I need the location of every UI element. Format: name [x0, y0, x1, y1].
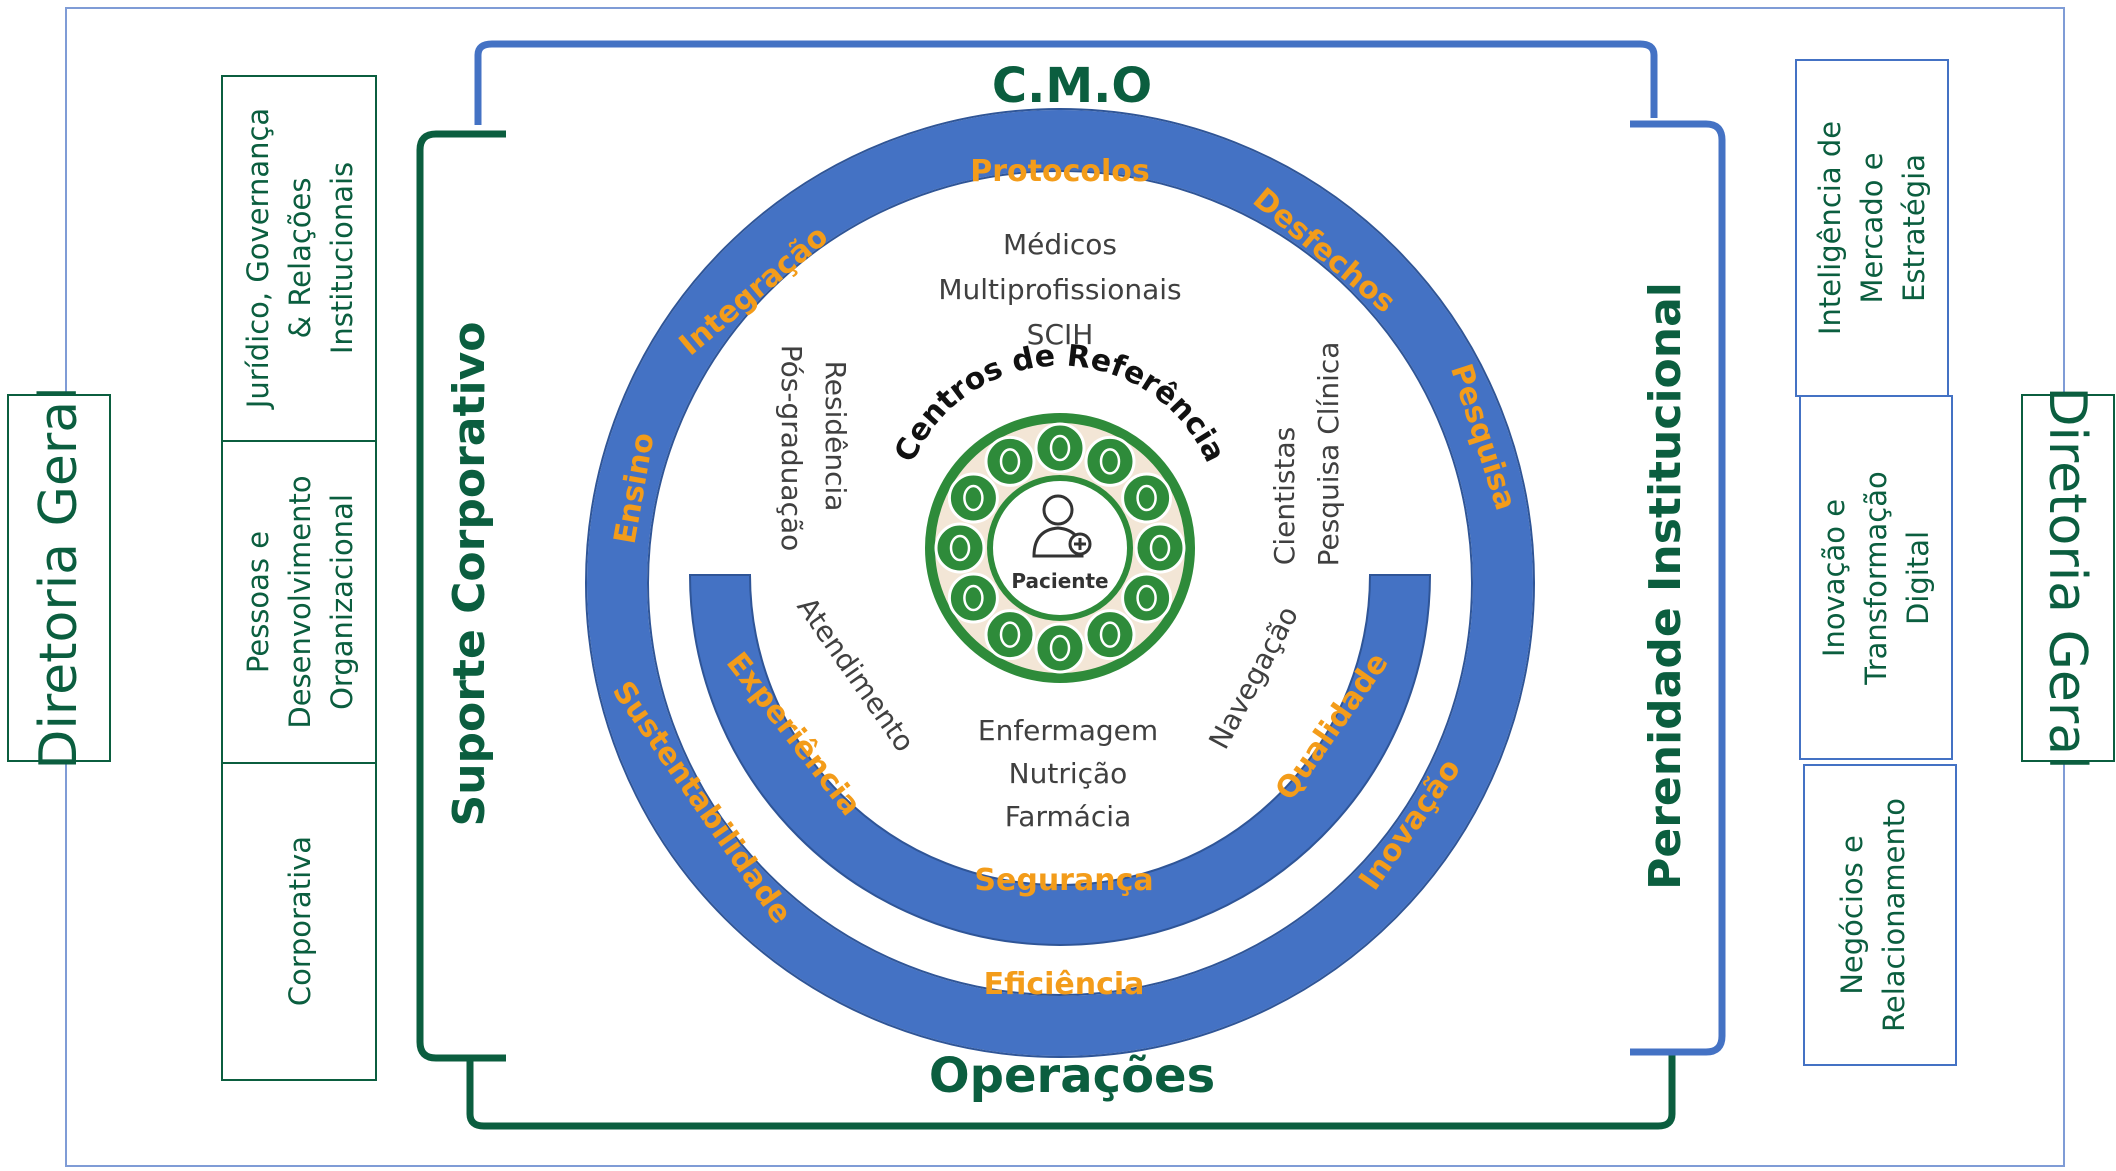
left-box-pessoas-line1: Pessoas e — [241, 531, 275, 673]
breast-icon — [1084, 609, 1136, 661]
right-box-inteligencia-line3: Estratégia — [1897, 154, 1931, 302]
perenidade-title: Perenidade Institucional — [1640, 282, 1691, 890]
uterus-icon-glyph — [1049, 634, 1071, 662]
icon-ring — [934, 422, 1186, 674]
right-box-inteligencia-line1: Inteligência de — [1813, 121, 1847, 335]
right-box-negocios-line2: Relacionamento — [1877, 798, 1911, 1032]
bone-icon-glyph — [1136, 484, 1157, 512]
right-group-pesquisa-clinica: Pesquisa Clínica — [1312, 342, 1345, 567]
suporte-title: Suporte Corporativo — [444, 322, 495, 827]
left-box-juridico-line1: Jurídico, Governança — [241, 108, 275, 410]
centros-inner-circle — [987, 475, 1133, 621]
right-box-negocios-line1: Negócios e — [1835, 835, 1869, 995]
intestine-icon-glyph — [963, 584, 984, 612]
operacoes-bracket — [466, 1052, 1676, 1130]
left-box-corporativa-line1: Corporativa — [283, 836, 317, 1006]
label-eficiencia: Eficiência — [984, 967, 1145, 1002]
right-boxes: Inteligência de Mercado e Estratégia Ino… — [1795, 59, 1957, 1066]
right-box-inovacao — [1799, 395, 1953, 760]
head-icon-glyph — [1149, 534, 1171, 562]
right-box-inteligencia-line2: Mercado e — [1855, 152, 1889, 303]
right-group-cientistas: Cientistas — [1268, 427, 1301, 565]
top-group-multiprofissionais: Multiprofissionais — [938, 273, 1181, 306]
diretoria-geral-right: Diretoria Geral — [2021, 386, 2115, 770]
bottom-group-farmacia: Farmácia — [1005, 800, 1131, 833]
left-box-juridico-line2: & Relações — [283, 178, 317, 339]
left-group-posgraduacao: Pós-graduação — [775, 345, 808, 552]
outer-ring-edge-outer — [585, 108, 1535, 1058]
faces-icon-glyph — [963, 484, 984, 512]
right-box-negocios — [1803, 764, 1957, 1066]
inner-arc-band — [688, 574, 1432, 946]
patient-icon — [1032, 494, 1092, 558]
lungs-icon-glyph — [999, 621, 1021, 648]
bottom-group-enfermagem: Enfermagem — [978, 714, 1158, 747]
paciente-label: Paciente — [1011, 569, 1108, 593]
outer-ring — [587, 110, 1533, 1056]
diretoria-geral-left: Diretoria Geral — [7, 386, 111, 770]
left-box-pessoas — [221, 440, 377, 764]
uterus-icon — [1034, 622, 1086, 674]
left-boxes: Jurídico, Governança & Relações Instituc… — [221, 75, 377, 1081]
left-box-juridico-line3: Institucionais — [325, 162, 359, 354]
right-box-inovacao-line1: Inovação e — [1817, 499, 1851, 657]
faces-icon — [947, 472, 999, 524]
left-box-pessoas-line3: Organizacional — [325, 494, 359, 710]
left-box-corporativa — [221, 762, 377, 1081]
cmo-title: C.M.O — [992, 58, 1152, 114]
left-box-pessoas-line2: Desenvolvimento — [283, 475, 317, 728]
breast-icon-glyph — [1099, 621, 1121, 648]
label-navegacao: Navegação — [1202, 601, 1305, 755]
top-group-scih: SCIH — [1027, 318, 1094, 351]
bone-icon — [1121, 472, 1173, 524]
brain-icon-glyph — [949, 534, 971, 562]
lungs-icon — [984, 609, 1036, 661]
centros-de-referencia: Paciente Centros de Referência — [888, 339, 1232, 683]
cmo-bracket — [474, 40, 1658, 125]
top-group-medicos: Médicos — [1003, 228, 1117, 261]
suporte-bracket — [416, 130, 506, 1062]
skin-icon — [1121, 572, 1173, 624]
right-box-inteligencia — [1795, 59, 1949, 397]
bladder-icon — [1034, 422, 1086, 474]
diretoria-geral-right-label: Diretoria Geral — [2037, 386, 2097, 769]
kidney-icon — [1084, 435, 1136, 487]
left-group-residencia: Residência — [819, 361, 852, 512]
label-protocolos: Protocolos — [970, 154, 1150, 189]
right-box-inovacao-line3: Digital — [1901, 531, 1935, 625]
digestive-icon — [984, 435, 1036, 487]
outer-ring-edge-inner — [647, 170, 1473, 996]
skin-icon-glyph — [1136, 584, 1157, 612]
intestine-icon — [947, 572, 999, 624]
brain-icon — [934, 522, 986, 574]
bladder-icon-glyph — [1049, 434, 1071, 462]
right-box-inovacao-line2: Transformação — [1859, 471, 1893, 685]
left-box-juridico — [221, 75, 377, 442]
digestive-icon-glyph — [999, 448, 1021, 475]
perenidade-bracket — [1630, 120, 1726, 1056]
head-icon — [1134, 522, 1186, 574]
diretoria-geral-left-label: Diretoria Geral — [29, 386, 89, 769]
kidney-icon-glyph — [1099, 448, 1121, 475]
label-seguranca: Segurança — [974, 863, 1153, 898]
bottom-group-nutricao: Nutrição — [1009, 757, 1128, 790]
